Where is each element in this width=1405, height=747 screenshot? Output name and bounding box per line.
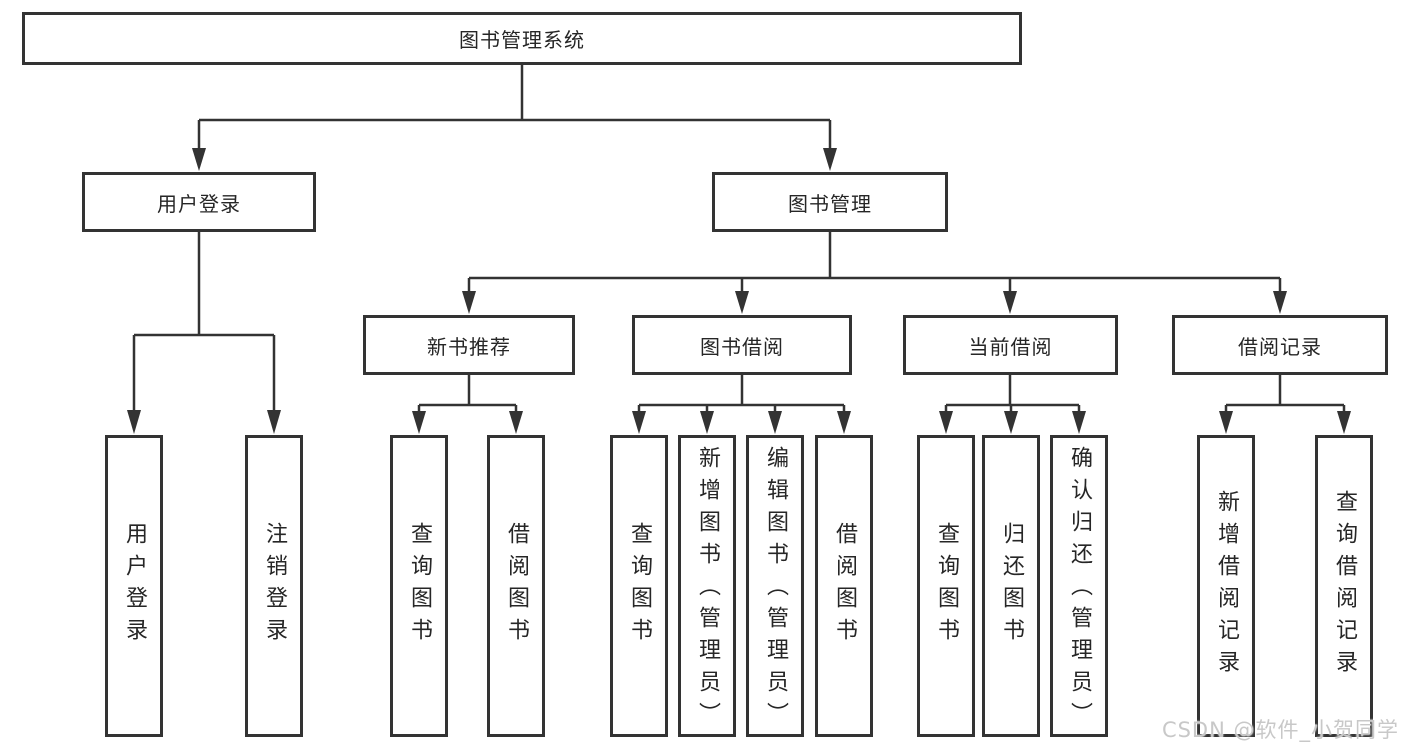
leaf-return-books-label: 归还图书 [999, 522, 1024, 650]
leaf-query-borrow-record-label: 查询借阅记录 [1332, 490, 1357, 682]
leaf-borrow-books-label: 借阅图书 [832, 522, 857, 650]
node-current-borrow-label: 当前借阅 [968, 334, 1053, 359]
leaf-logout: 注销登录 [245, 435, 303, 737]
node-library-system-label: 图书管理系统 [459, 28, 585, 52]
leaf-borrow-books-recommend: 借阅图书 [487, 435, 545, 737]
leaf-user-login: 用户登录 [105, 435, 163, 737]
connector-paths [132, 65, 1346, 414]
node-borrow-records: 借阅记录 [1172, 315, 1388, 375]
leaf-add-borrow-record-label: 新增借阅记录 [1214, 490, 1239, 682]
leaf-query-borrow-record: 查询借阅记录 [1315, 435, 1373, 737]
leaf-borrow-books: 借阅图书 [815, 435, 873, 737]
node-current-borrow: 当前借阅 [903, 315, 1118, 375]
leaf-query-books-recommend-label: 查询图书 [407, 522, 432, 650]
leaf-return-books: 归还图书 [982, 435, 1040, 737]
node-user-login: 用户登录 [82, 172, 316, 232]
node-user-login-label: 用户登录 [157, 191, 241, 216]
leaf-query-books-borrow-label: 查询图书 [627, 522, 652, 650]
leaf-query-books-current: 查询图书 [917, 435, 975, 737]
leaf-user-login-label: 用户登录 [122, 522, 147, 650]
node-book-management: 图书管理 [712, 172, 948, 232]
leaf-add-borrow-record: 新增借阅记录 [1197, 435, 1255, 737]
leaf-edit-books-admin: 编辑图书（管理员） [746, 435, 804, 737]
node-book-borrow: 图书借阅 [632, 315, 852, 375]
leaf-add-books-admin: 新增图书（管理员） [678, 435, 736, 737]
node-borrow-records-label: 借阅记录 [1238, 334, 1322, 359]
node-new-book-recommend-label: 新书推荐 [427, 334, 511, 359]
leaf-query-books-recommend: 查询图书 [390, 435, 448, 737]
arrowheads [127, 148, 1351, 434]
node-new-book-recommend: 新书推荐 [363, 315, 575, 375]
leaf-query-books-borrow: 查询图书 [610, 435, 668, 737]
leaf-confirm-return-admin-label: 确认归还（管理员） [1067, 446, 1092, 734]
node-book-management-label: 图书管理 [788, 191, 872, 216]
leaf-edit-books-admin-label: 编辑图书（管理员） [763, 446, 788, 734]
node-book-borrow-label: 图书借阅 [700, 334, 784, 359]
node-library-system: 图书管理系统 [22, 12, 1022, 65]
leaf-query-books-current-label: 查询图书 [934, 522, 959, 650]
leaf-confirm-return-admin: 确认归还（管理员） [1050, 435, 1108, 737]
watermark: CSDN @软件_小贺同学 [1161, 718, 1399, 742]
leaf-add-books-admin-label: 新增图书（管理员） [695, 446, 720, 734]
leaf-logout-label: 注销登录 [262, 522, 287, 650]
leaf-borrow-books-recommend-label: 借阅图书 [504, 522, 529, 650]
